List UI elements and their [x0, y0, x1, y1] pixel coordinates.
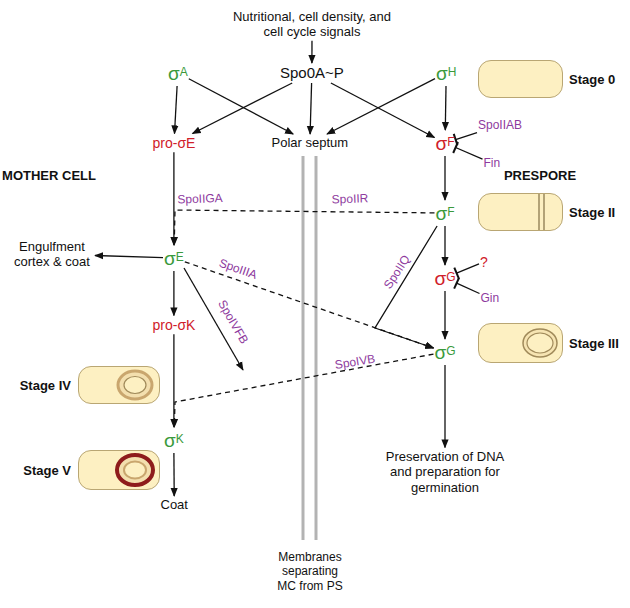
sigma-factor: σG — [435, 340, 456, 364]
sigma-factor: σK — [164, 428, 184, 452]
protein-label: SpoIIGA — [177, 191, 223, 207]
signal-text: Nutritional, cell density, and cell cycl… — [232, 9, 392, 40]
stage-cell: Stage II — [478, 193, 563, 231]
edge-label: SpoIIR — [331, 191, 368, 207]
stage-cell: Stage III — [478, 323, 563, 363]
node-text: σA — [168, 61, 188, 85]
inactive-sigma: σG — [435, 266, 456, 290]
edge-label: SpoIVB — [334, 352, 376, 373]
regulator-protein: SpoIIAB — [478, 118, 522, 132]
stage-label: Stage 0 — [569, 72, 615, 87]
activation-arrow — [173, 271, 174, 316]
stage-label: Stage II — [569, 205, 615, 220]
node-text: Polar septum — [272, 135, 349, 151]
node-text: pro-σE — [153, 135, 196, 152]
stage-cell: Stage 0 — [478, 60, 563, 98]
sigma-factor: σF — [436, 201, 455, 225]
node-text: σF — [436, 131, 455, 155]
dashed-signal-arrow — [174, 354, 433, 427]
activation-arrow — [331, 83, 435, 138]
node-text: Fin — [484, 156, 501, 170]
node-text: Gin — [481, 291, 500, 305]
node-text: pro-σK — [153, 317, 196, 334]
activation-arrow — [375, 226, 437, 348]
node-text: Engulfment cortex & coat — [10, 239, 94, 270]
dashed-signal-arrow — [174, 210, 434, 245]
outcome-text: Coat — [161, 497, 188, 513]
membrane-line — [315, 156, 318, 540]
node-text: σG — [435, 340, 456, 364]
edge-label: SpoIIIA — [217, 256, 259, 282]
node-text: σH — [436, 61, 456, 85]
activation-arrow — [444, 226, 445, 265]
node-text: σG — [435, 266, 456, 290]
activation-arrow — [173, 453, 175, 496]
stage-cell: Stage V — [78, 450, 160, 490]
node-text: SpoIIAB — [478, 118, 522, 132]
septum-text: Polar septum — [272, 135, 349, 151]
sigma-factor: σE — [164, 246, 184, 270]
sigma-factor: σH — [436, 61, 456, 85]
master-regulator: Spo0A~P — [280, 64, 344, 82]
regulator-protein: Fin — [484, 156, 501, 170]
protein-label: SpoIVFB — [215, 298, 251, 347]
compartment-label: PRESPORE — [504, 168, 576, 184]
inhibition-line — [457, 264, 479, 273]
stage-label: Stage V — [23, 463, 71, 478]
stage-cell: Stage IV — [78, 366, 160, 404]
node-text: ? — [480, 254, 488, 271]
outcome-text: Preservation of DNA and preparation for … — [378, 449, 513, 496]
activation-arrow — [189, 79, 293, 134]
edge-label: SpoIIQ — [381, 252, 413, 291]
inactive-sigma: pro-σE — [153, 135, 196, 152]
activation-arrow — [193, 83, 293, 134]
activation-arrow — [173, 152, 174, 245]
node-text: σE — [164, 246, 184, 270]
compartment-label: MOTHER CELL — [2, 168, 96, 184]
activation-arrow — [95, 256, 163, 258]
node-text: σK — [164, 428, 184, 452]
inhibition-line — [456, 133, 477, 140]
unknown-regulator: ? — [480, 254, 488, 271]
activation-arrow — [175, 86, 178, 134]
activation-arrow — [327, 79, 435, 134]
membrane-label: Membranes separating MC from PS — [274, 550, 346, 593]
activation-arrow — [444, 365, 445, 448]
node-text: σF — [436, 201, 455, 225]
activation-arrow — [310, 83, 312, 134]
sigma-factor: σA — [168, 61, 188, 85]
node-text: Preservation of DNA and preparation for … — [378, 449, 513, 496]
inhibition-line — [457, 283, 480, 293]
stage-label: Stage III — [569, 336, 619, 351]
node-text: Spo0A~P — [280, 64, 344, 82]
activation-arrow — [444, 291, 445, 339]
regulator-protein: Gin — [481, 291, 500, 305]
activation-arrow — [311, 41, 312, 63]
activation-arrow — [173, 334, 174, 427]
outcome-text: Engulfment cortex & coat — [10, 239, 94, 270]
inhibition-line — [456, 148, 483, 160]
activation-arrow — [444, 156, 445, 200]
membrane-line — [302, 156, 305, 540]
activation-arrow — [445, 86, 447, 130]
node-text: Nutritional, cell density, and cell cycl… — [232, 9, 392, 40]
inactive-sigma: pro-σK — [153, 317, 196, 334]
inactive-sigma: σF — [436, 131, 455, 155]
node-text: Coat — [161, 497, 188, 513]
stage-label: Stage IV — [20, 378, 71, 393]
